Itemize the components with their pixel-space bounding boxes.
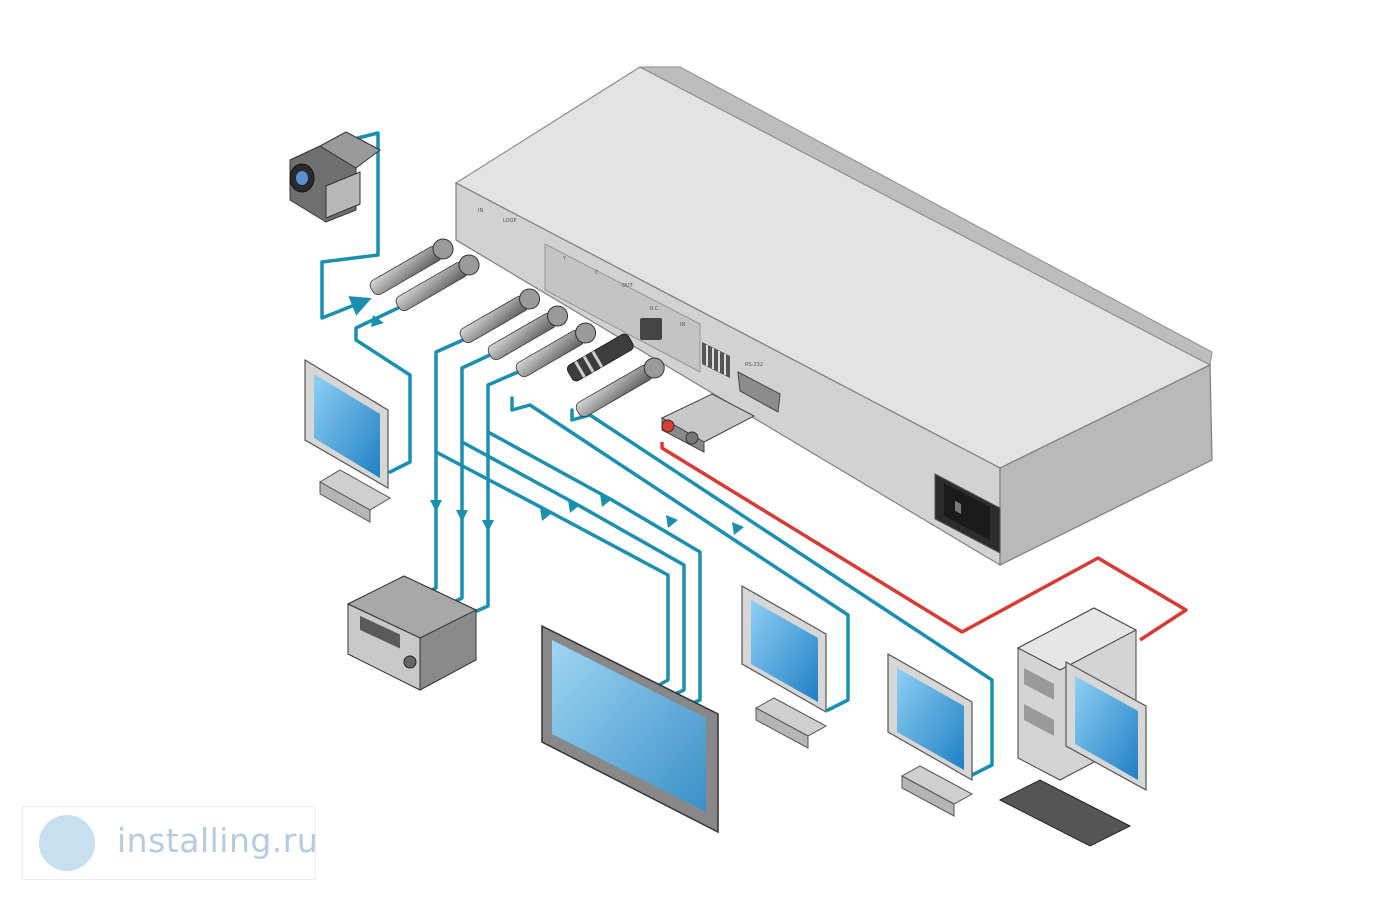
port-label: Y (562, 256, 567, 262)
watermark-text: installing.ru (117, 821, 319, 860)
flat-panel-display-icon (541, 624, 719, 834)
crt-monitor-icon (741, 584, 828, 749)
camcorder-icon (289, 131, 381, 223)
port-label: IN (680, 322, 685, 328)
watermark: installing.ru (22, 806, 319, 880)
av-receiver-icon (346, 575, 478, 691)
distribution-amplifier-device: IN LOOP Y C OUT R.C. IN RS-232 (454, 66, 1213, 567)
bnc-connector-icon (369, 238, 665, 418)
port-label: RS-232 (745, 362, 763, 368)
rc-port-icon (640, 318, 662, 340)
port-label: IN (478, 208, 483, 214)
rs232-plug-icon (660, 393, 756, 453)
port-label: C (595, 270, 599, 276)
port-label: R.C. (650, 306, 660, 312)
desktop-computer-icon (998, 607, 1147, 847)
crt-monitor-icon (304, 358, 391, 523)
rs232-cable (660, 442, 1188, 642)
crt-monitor-icon (887, 652, 974, 817)
rs232-connector-icon (737, 371, 781, 413)
power-inlet-icon (934, 473, 1001, 554)
port-label: LOOP (503, 218, 517, 224)
dip-switch-icon (702, 342, 730, 378)
globe-dots-icon (39, 815, 95, 871)
port-label: OUT (622, 283, 634, 289)
